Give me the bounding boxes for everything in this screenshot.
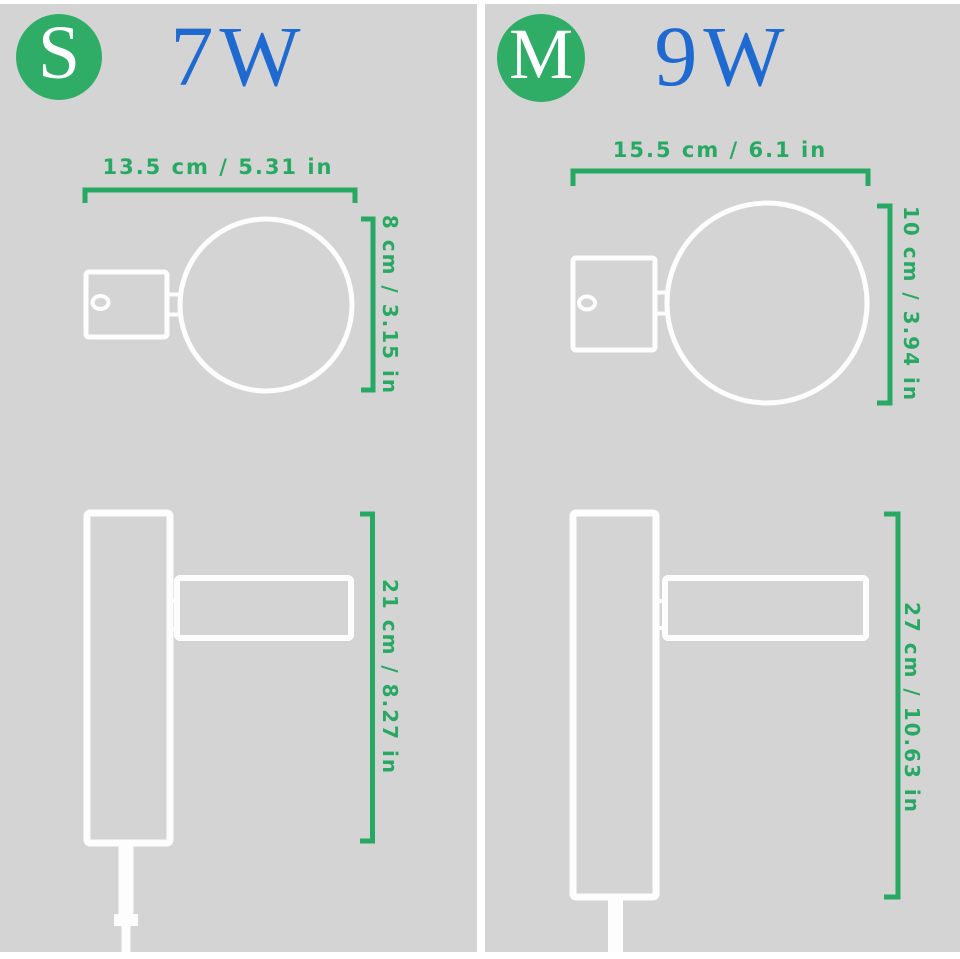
width-dimension-bracket: [82, 187, 358, 203]
height-dimension-bracket: [877, 203, 893, 406]
panel-size-s: S 7W 13.5 cm / 5.31 in 8 cm / 3.15 in 21…: [0, 4, 477, 952]
wattage-m-label: 9W: [654, 8, 791, 104]
size-m-badge-label: M: [508, 14, 574, 94]
wattage-s-label: 7W: [170, 8, 307, 104]
panel-size-m: M 9W 15.5 cm / 6.1 in 10 cm / 3.94 in 27…: [485, 4, 960, 952]
lamp-dimension-drawing-s: [82, 187, 376, 952]
cable-stem: [608, 895, 623, 952]
width-dimension-label-s: 13.5 cm / 5.31 in: [102, 155, 334, 179]
lamp-top-view-drawing: [83, 216, 355, 394]
height-dimension-bracket: [361, 216, 376, 393]
lamp-dimension-drawing-m: [569, 168, 901, 952]
lamp-side-view-drawing: [569, 509, 869, 952]
cable-connector: [114, 914, 138, 926]
size-s-badge-label: S: [37, 11, 81, 95]
width-dimension-bracket: [570, 168, 871, 186]
lamp-top-view-drawing: [570, 200, 870, 406]
cable-stem: [118, 840, 134, 917]
cable-wire: [121, 926, 131, 952]
width-dimension-label-m: 15.5 cm / 6.1 in: [612, 138, 828, 162]
length-dimension-bracket: [360, 511, 375, 844]
size-s-badge: S: [16, 14, 102, 100]
length-dimension-bracket: [884, 511, 901, 900]
lamp-side-view-drawing: [83, 509, 354, 952]
size-m-badge: M: [497, 14, 585, 102]
